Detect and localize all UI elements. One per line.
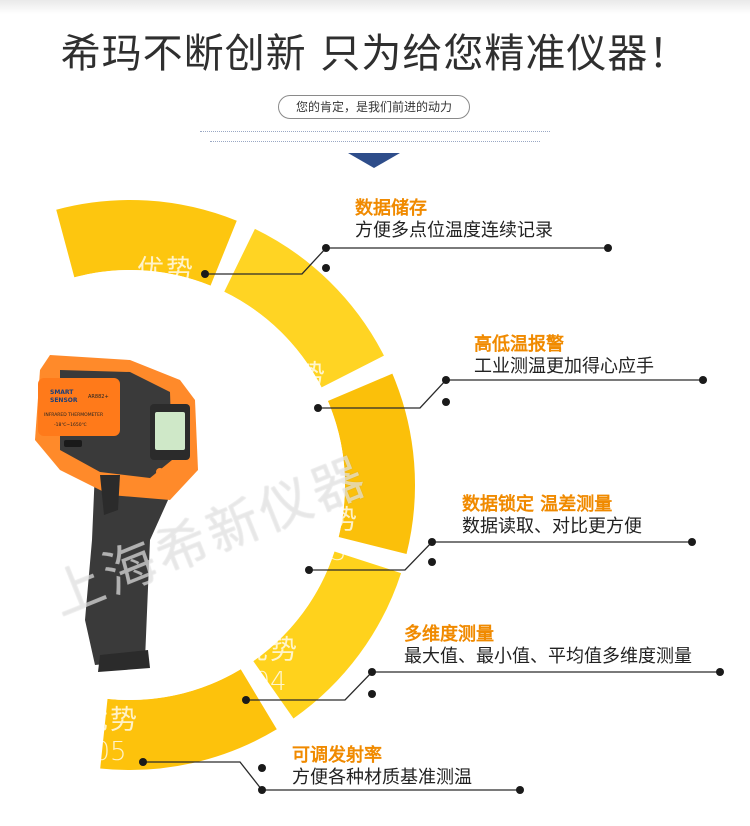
svg-text:SENSOR: SENSOR bbox=[50, 397, 78, 404]
top-shade bbox=[0, 0, 750, 14]
feature-desc-1: 方便多点位温度连续记录 bbox=[355, 220, 553, 241]
svg-text:-18℃~1650℃: -18℃~1650℃ bbox=[54, 422, 87, 428]
callout-line-1 bbox=[205, 247, 608, 275]
callout-lines bbox=[139, 244, 724, 794]
callout-dot bbox=[322, 264, 330, 272]
feature-title-3: 数据锁定 温差测量 bbox=[462, 494, 613, 515]
ring-segment-2 bbox=[224, 228, 384, 388]
thermometer-product-image: SMART SENSOR AR882+ INFRARED THERMOMETER… bbox=[35, 355, 198, 672]
callout-dot bbox=[699, 376, 707, 384]
callout-line-3 bbox=[309, 541, 692, 571]
chevron-down-icon bbox=[348, 153, 400, 168]
callout-dot bbox=[442, 398, 450, 406]
callout-dot bbox=[688, 538, 696, 546]
feature-title-5: 可调发射率 bbox=[292, 745, 382, 766]
callout-line-4 bbox=[246, 671, 720, 701]
advantage-05: 优势 05 bbox=[81, 705, 139, 767]
callout-dot bbox=[716, 668, 724, 676]
callout-dot bbox=[314, 404, 322, 412]
feature-title-1: 数据储存 bbox=[355, 198, 427, 219]
callout-dot bbox=[516, 786, 524, 794]
ring-segment-1 bbox=[56, 200, 237, 286]
callout-dot bbox=[428, 558, 436, 566]
advantage-04: 优势 04 bbox=[241, 635, 299, 697]
callout-dot bbox=[604, 244, 612, 252]
callout-dot bbox=[368, 690, 376, 698]
callout-dot bbox=[442, 376, 450, 384]
callout-line-5 bbox=[143, 761, 520, 791]
svg-text:INFRARED THERMOMETER: INFRARED THERMOMETER bbox=[44, 412, 103, 418]
advantage-03: 优势 03 bbox=[301, 505, 359, 567]
callout-dot bbox=[201, 270, 209, 278]
ring-segment-5 bbox=[100, 669, 277, 770]
divider-line bbox=[200, 131, 550, 134]
feature-title-2: 高低温报警 bbox=[474, 334, 564, 355]
feature-desc-3: 数据读取、对比更方便 bbox=[462, 516, 642, 537]
callout-dot bbox=[258, 764, 266, 772]
headline: 希玛不断创新 只为给您精准仪器！ bbox=[60, 31, 690, 77]
feature-desc-2: 工业测温更加得心应手 bbox=[474, 356, 654, 377]
callout-dot bbox=[368, 668, 376, 676]
callout-dot bbox=[258, 786, 266, 794]
callout-dot bbox=[139, 758, 147, 766]
feature-desc-5: 方便各种材质基准测温 bbox=[292, 767, 472, 788]
advantage-01: 优势 01 bbox=[137, 255, 195, 317]
ring-segment-3 bbox=[327, 373, 415, 554]
callout-dot bbox=[428, 538, 436, 546]
callout-dot bbox=[242, 696, 250, 704]
advantage-02: 优势 02 bbox=[269, 360, 327, 422]
callout-line-2 bbox=[318, 379, 703, 409]
divider-line bbox=[210, 141, 540, 144]
svg-text:SMART: SMART bbox=[50, 389, 74, 396]
svg-text:AR882+: AR882+ bbox=[88, 394, 109, 400]
callout-dot bbox=[322, 244, 330, 252]
ring-segment-4 bbox=[253, 551, 402, 719]
callout-dot bbox=[305, 566, 313, 574]
feature-title-4: 多维度测量 bbox=[404, 624, 494, 645]
slogan-pill: 您的肯定，是我们前进的动力 bbox=[278, 95, 470, 119]
feature-desc-4: 最大值、最小值、平均值多维度测量 bbox=[404, 646, 692, 667]
